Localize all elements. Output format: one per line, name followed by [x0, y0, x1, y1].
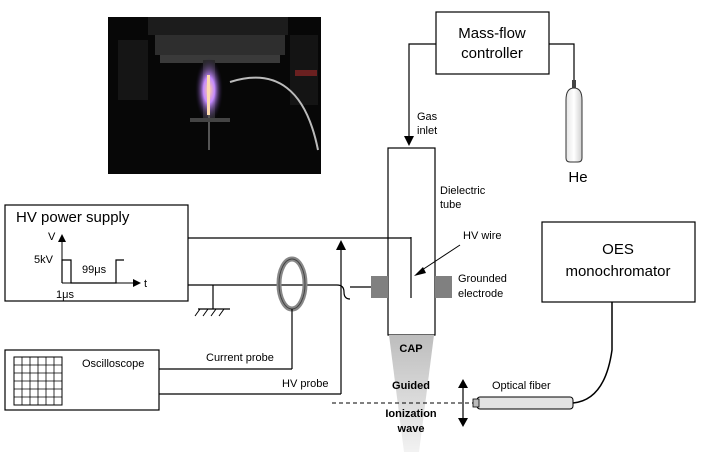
current-probe-coil [159, 256, 308, 370]
pulse-voltage-label: 5kV [34, 254, 54, 266]
mass-flow-label-2: controller [461, 45, 523, 62]
oes-monochromator: OES monochromator [541, 221, 696, 303]
dielectric-label-1: Dielectric [440, 185, 486, 197]
hv-probe-label: HV probe [282, 378, 328, 390]
mass-flow-label-1: Mass-flow [458, 25, 526, 42]
grounded-label-2: electrode [458, 288, 503, 300]
scan-arrow [458, 379, 468, 427]
guided-label-3: wave [397, 423, 425, 435]
gas-inlet-line [404, 43, 436, 146]
optical-fiber-probe [472, 396, 574, 410]
he-cylinder: He [565, 80, 588, 186]
pulse-width-label: 1μs [56, 289, 74, 301]
hv-supply-title: HV power supply [16, 209, 130, 226]
off-time-label: 99μs [82, 264, 107, 276]
oes-label-1: OES [602, 241, 634, 258]
axis-v-label: V [48, 231, 56, 243]
oscilloscope: Oscilloscope [4, 349, 160, 411]
he-gas-line [549, 43, 575, 80]
oscilloscope-label: Oscilloscope [82, 358, 144, 370]
grounded-electrode-left [371, 276, 388, 298]
oes-label-2: monochromator [565, 263, 670, 280]
guided-label-1: Guided [392, 380, 430, 392]
he-label: He [568, 169, 587, 186]
hv-wire-label: HV wire [463, 230, 502, 242]
current-probe-label: Current probe [206, 352, 274, 364]
axis-t-label: t [144, 278, 147, 290]
dielectric-label-2: tube [440, 199, 461, 211]
plasma-photo [108, 17, 321, 174]
grounded-label-1: Grounded [458, 273, 507, 285]
hv-wire-pointer [414, 244, 461, 276]
cap-label: CAP [399, 343, 422, 355]
hv-power-supply: HV power supply V t 5kV 99μs 1μs [4, 204, 189, 302]
optical-fiber-cable [572, 302, 613, 404]
gas-inlet-label-2: inlet [417, 125, 437, 137]
guided-label-2: Ionization [385, 408, 437, 420]
plasma-plume [389, 335, 434, 452]
mass-flow-controller: Mass-flow controller [435, 11, 550, 75]
hv-wiring [188, 237, 411, 394]
optical-fiber-label: Optical fiber [492, 380, 551, 392]
grounded-electrode-right [435, 276, 452, 298]
gas-inlet-label-1: Gas [417, 111, 438, 123]
